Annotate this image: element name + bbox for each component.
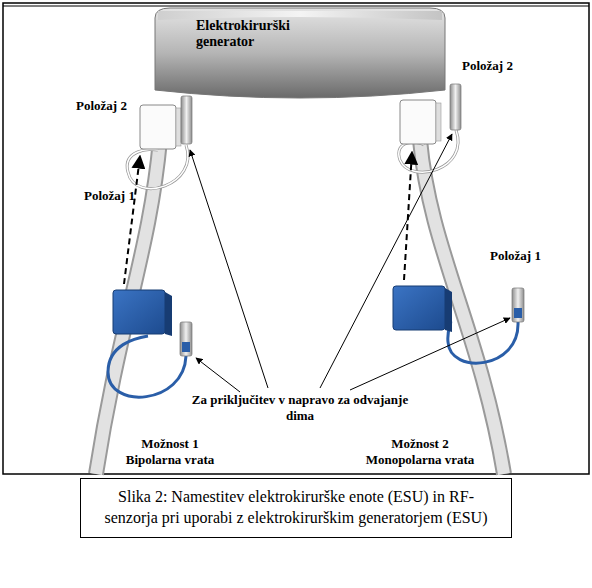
caption-box: Slika 2: Namestitev elektrokirurške enot… <box>80 478 512 538</box>
part-label: Položaj 1 <box>84 188 135 204</box>
part-label: Monopolarna vrata <box>360 452 480 468</box>
connector-plug <box>450 84 461 130</box>
part-label: Položaj 2 <box>76 98 127 114</box>
connector-plug <box>181 96 192 144</box>
sensor-cable-blue <box>108 336 186 397</box>
leader-arrow <box>196 358 240 392</box>
leader-arrow <box>190 150 268 388</box>
part-label: Položaj 2 <box>462 58 513 74</box>
part-label: Možnost 2 <box>360 436 480 452</box>
esu-unit-blue <box>393 286 445 330</box>
move-arrow <box>124 156 140 284</box>
plug-collar <box>182 342 190 352</box>
figure-caption: Slika 2: Namestitev elektrokirurške enot… <box>99 487 493 529</box>
callout-label: Za priključitev v napravo za odvajanje d… <box>190 392 410 423</box>
part-label: Možnost 1 <box>110 436 230 452</box>
esu-unit-side <box>165 292 172 336</box>
esu-unit-side <box>445 288 452 332</box>
device-name: Elektrokirurški generator <box>196 18 308 50</box>
esu-unit-white <box>140 105 176 149</box>
move-arrow <box>404 152 412 280</box>
connector-plug <box>180 322 192 356</box>
esu-unit-side <box>436 103 441 141</box>
esu-unit-blue <box>113 290 165 334</box>
connector-plug <box>512 288 524 322</box>
generator-housing <box>155 8 445 98</box>
frame-line <box>3 6 589 7</box>
generator-label-area: Elektrokirurški generator <box>192 16 312 55</box>
part-label: Položaj 1 <box>490 248 541 264</box>
esu-unit-white <box>400 100 436 144</box>
esu-unit-side <box>176 108 181 146</box>
part-label: Bipolarna vrata <box>110 452 230 468</box>
leader-arrow <box>350 318 510 390</box>
leader-arrow <box>320 134 452 388</box>
plug-collar <box>514 308 522 318</box>
figure-frame <box>3 3 589 474</box>
